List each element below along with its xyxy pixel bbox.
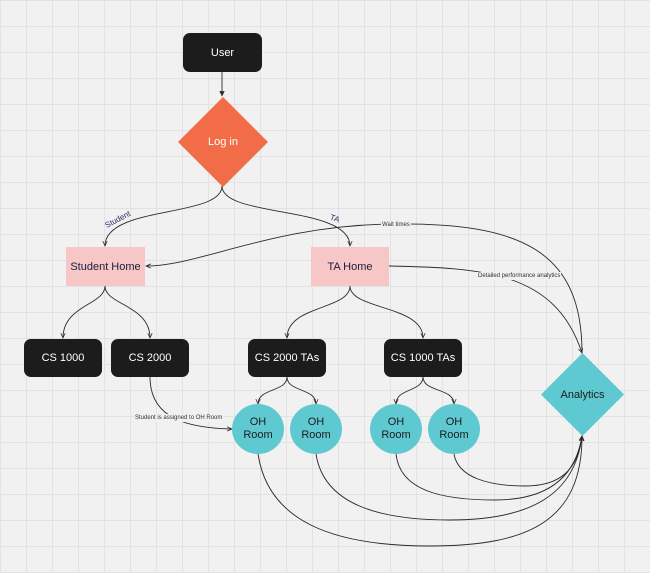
oh-room-3-label: OH Room [381, 416, 411, 441]
cs2000-label: CS 2000 [128, 352, 172, 364]
oh-room-3-node[interactable]: OH Room [370, 404, 422, 454]
ta-home-node[interactable]: TA Home [311, 247, 389, 286]
cs1000-tas-label: CS 1000 TAs [390, 352, 456, 364]
edge-label-assigned: Student is assigned to OH Room [134, 414, 224, 422]
edge-student-cs2000 [104, 285, 150, 338]
edge-room2-analytics [315, 436, 582, 521]
analytics-diamond-shape [541, 353, 624, 436]
cs2000-tas-label: CS 2000 TAs [254, 352, 320, 364]
student-home-label: Student Home [70, 260, 141, 273]
edge-tas2000-room1 [258, 376, 288, 404]
oh-room-2-node[interactable]: OH Room [290, 404, 342, 454]
edge-label-wait-times: Wait times [381, 221, 411, 229]
edge-login-ta [221, 185, 350, 246]
oh-room-4-node[interactable]: OH Room [428, 404, 480, 454]
cs1000-node[interactable]: CS 1000 [24, 339, 102, 377]
cs1000-tas-node[interactable]: CS 1000 TAs [384, 339, 462, 377]
edge-tas1000-room3 [396, 376, 424, 404]
edge-room1-analytics [257, 436, 582, 547]
analytics-label: Analytics [560, 388, 605, 401]
ta-home-label: TA Home [327, 260, 373, 273]
oh-room-1-node[interactable]: OH Room [232, 404, 284, 454]
edge-tas1000-room4 [422, 376, 454, 404]
edge-room3-analytics [395, 436, 582, 501]
edge-wait-times [146, 223, 583, 354]
edge-tas2000-room2 [286, 376, 316, 404]
cs2000-node[interactable]: CS 2000 [111, 339, 189, 377]
student-home-node[interactable]: Student Home [66, 247, 145, 286]
edge-ta-cs2000tas [287, 285, 351, 338]
analytics-node[interactable]: Analytics [541, 353, 624, 436]
oh-room-4-label: OH Room [439, 416, 469, 441]
edge-ta-cs1000tas [349, 285, 423, 338]
user-node[interactable]: User [183, 33, 262, 72]
login-diamond-shape [178, 97, 268, 187]
edge-login-student [105, 185, 223, 246]
login-label: Log in [208, 136, 238, 148]
user-node-label: User [210, 46, 235, 59]
edge-student-cs1000 [63, 285, 106, 338]
oh-room-1-label: OH Room [243, 416, 273, 441]
login-decision[interactable]: Log in [178, 97, 268, 187]
edge-room4-analytics [453, 436, 582, 487]
edge-label-performance: Detailed performance analytics [477, 272, 562, 280]
oh-room-2-label: OH Room [301, 416, 331, 441]
cs1000-label: CS 1000 [41, 352, 85, 364]
cs2000-tas-node[interactable]: CS 2000 TAs [248, 339, 326, 377]
